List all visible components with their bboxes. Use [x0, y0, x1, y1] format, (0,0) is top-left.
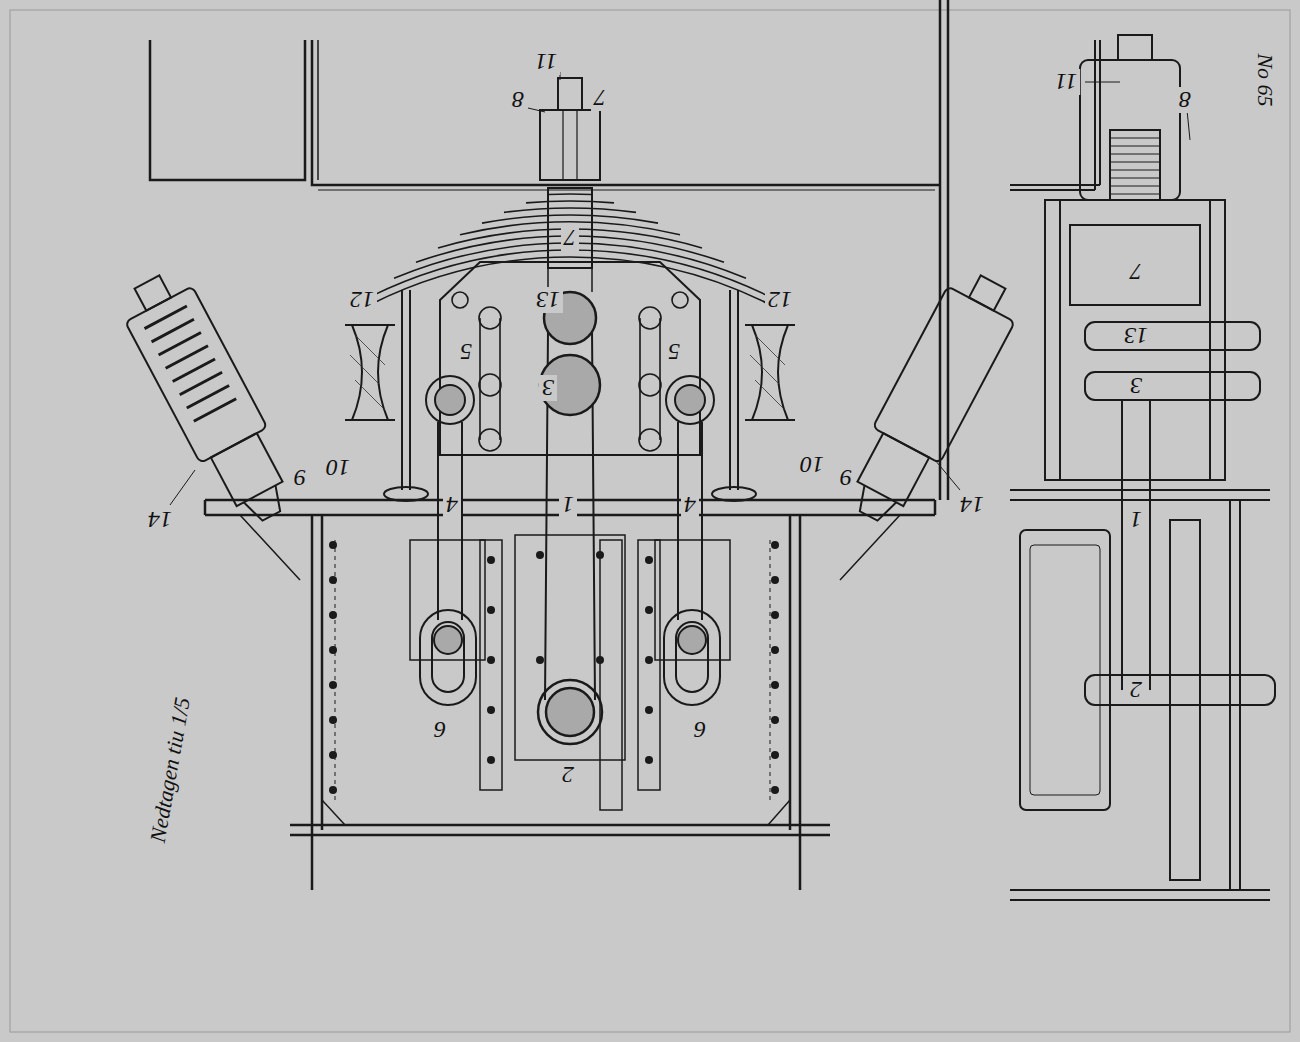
callout-number: 9	[837, 465, 855, 491]
callout-number: 8	[1176, 87, 1194, 113]
callout-number: 10	[323, 455, 353, 481]
callout-number: 13	[1121, 323, 1151, 349]
callout-number: 4	[443, 492, 461, 518]
callout-number: 8	[509, 87, 527, 113]
callout-number: 9	[291, 465, 309, 491]
callout-number: 1	[1127, 507, 1145, 533]
right-buffer	[835, 264, 1027, 534]
callout-number: 5	[665, 339, 683, 365]
callout-number: 2	[559, 762, 577, 788]
callout-number: 10	[797, 452, 827, 478]
callout-number: 5	[457, 339, 475, 365]
callout-number: 11	[532, 49, 560, 75]
callout-number: 3	[539, 375, 557, 401]
callout-number: 3	[1127, 373, 1145, 399]
callout-number: 12	[347, 287, 377, 313]
handwritten-note: Nedtagen tiu 1/5	[145, 693, 195, 848]
callout-number: 2	[1127, 677, 1145, 703]
callout-number: 6	[691, 717, 709, 743]
left-channel	[150, 40, 305, 180]
callout-number: 7	[1127, 259, 1145, 285]
side-view	[1010, 35, 1275, 900]
handwritten-note: No 65	[1252, 50, 1276, 109]
callout-number: 14	[957, 492, 987, 518]
callout-number: 6	[431, 717, 449, 743]
frame	[113, 0, 1275, 900]
top-frame	[312, 40, 940, 185]
left-buffer	[113, 264, 305, 534]
callout-number: 14	[145, 507, 175, 533]
callout-number: 1	[559, 492, 577, 518]
callout-number: 11	[1052, 69, 1080, 95]
callout-number: 7	[561, 225, 579, 251]
callout-number: 12	[765, 287, 795, 313]
sheet-border	[10, 10, 1290, 1032]
callout-number: 13	[533, 287, 563, 313]
callout-number: 7	[591, 85, 609, 111]
callout-number: 4	[681, 492, 699, 518]
